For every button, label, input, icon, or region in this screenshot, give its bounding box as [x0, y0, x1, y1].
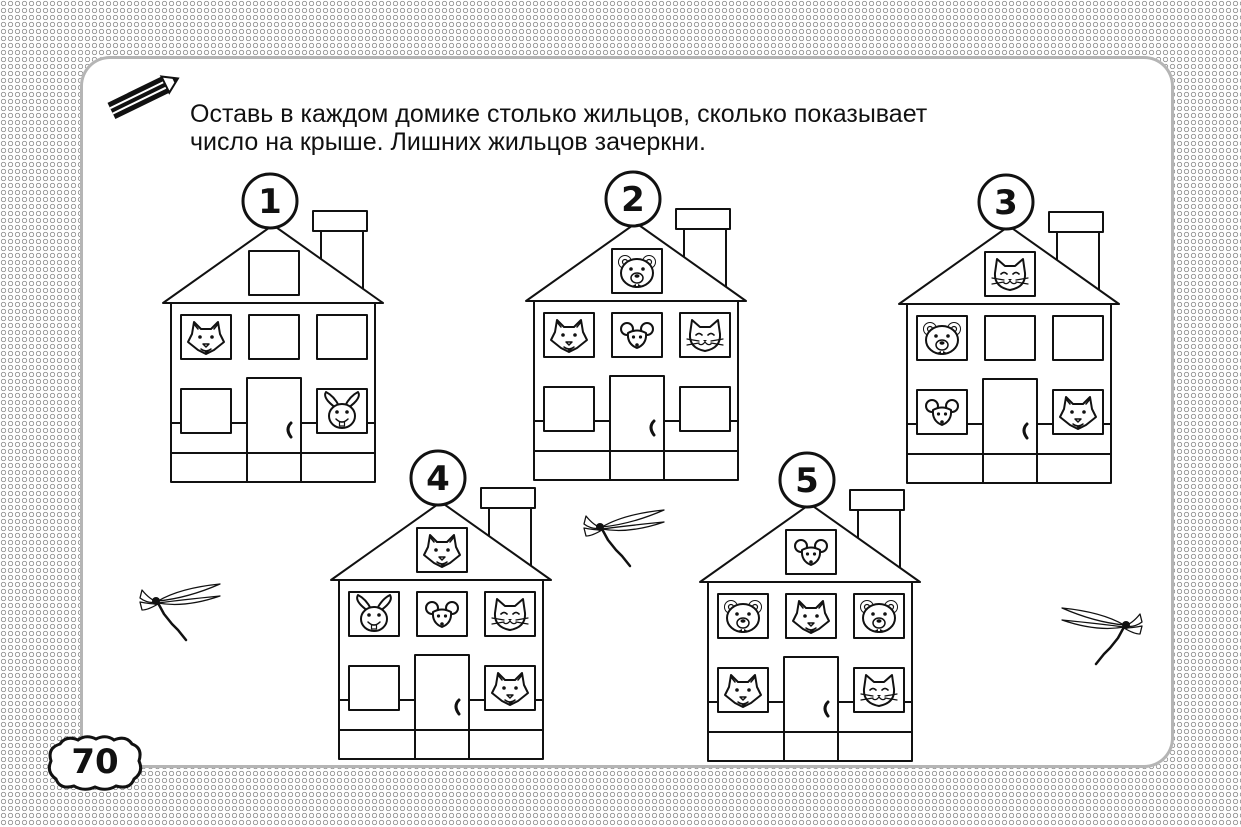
bear-icon [724, 600, 762, 633]
cat-icon [860, 674, 898, 707]
window-bear[interactable] [717, 593, 769, 639]
roof-number-label: 1 [258, 182, 282, 222]
instruction-line-1: Оставь в каждом домике столько жильцов, … [190, 100, 928, 128]
window-wolf[interactable] [484, 665, 536, 711]
bear-icon [923, 322, 961, 355]
wolf-icon [187, 321, 225, 355]
dragonfly-icon [1061, 607, 1143, 666]
roof-number-4: 4 [409, 449, 467, 507]
window-mouse[interactable] [416, 591, 468, 637]
window-empty[interactable] [248, 250, 300, 296]
pencil-icon [107, 75, 180, 119]
wolf-icon [491, 672, 529, 706]
window-bear[interactable] [916, 315, 968, 361]
page-number-badge: 70 [46, 734, 144, 792]
mouse-icon [925, 399, 959, 426]
roof-number-2: 2 [604, 170, 662, 228]
window-wolf[interactable] [180, 314, 232, 360]
window-mouse[interactable] [916, 389, 968, 435]
roof-number-label: 3 [994, 183, 1018, 223]
window-empty[interactable] [180, 388, 232, 434]
window-cat[interactable] [679, 312, 731, 358]
house-3: 3 [898, 173, 1120, 484]
house-1: 1 [162, 172, 384, 483]
window-bear[interactable] [853, 593, 905, 639]
cat-icon [991, 258, 1029, 291]
house-4: 4 [330, 449, 552, 760]
dragonfly-icon [583, 509, 665, 568]
house-5: 5 [699, 451, 921, 762]
window-empty[interactable] [679, 386, 731, 432]
window-rabbit[interactable] [316, 388, 368, 434]
instruction-line-2: число на крыше. Лишних жильцов зачеркни. [190, 128, 706, 156]
mouse-icon [794, 539, 828, 566]
cat-icon [686, 319, 724, 352]
dragonfly-icon [139, 583, 221, 642]
wolf-icon [423, 534, 461, 568]
roof-number-label: 2 [621, 180, 645, 220]
window-empty[interactable] [543, 386, 595, 432]
window-rabbit[interactable] [348, 591, 400, 637]
wolf-icon [1059, 396, 1097, 430]
house-2: 2 [525, 170, 747, 481]
window-empty[interactable] [316, 314, 368, 360]
bear-icon [618, 255, 656, 288]
window-empty[interactable] [248, 314, 300, 360]
window-wolf[interactable] [543, 312, 595, 358]
window-wolf[interactable] [785, 593, 837, 639]
wolf-icon [550, 319, 588, 353]
mouse-icon [425, 601, 459, 628]
task-instruction: Оставь в каждом домике столько жильцов, … [190, 100, 1130, 156]
roof-number-5: 5 [778, 451, 836, 509]
page-number: 70 [71, 742, 119, 782]
window-cat[interactable] [853, 667, 905, 713]
bear-icon [860, 600, 898, 633]
rabbit-icon [324, 391, 360, 429]
window-wolf[interactable] [416, 527, 468, 573]
roof-number-label: 4 [426, 459, 450, 499]
window-wolf[interactable] [717, 667, 769, 713]
window-bear[interactable] [611, 248, 663, 294]
window-empty[interactable] [1052, 315, 1104, 361]
window-cat[interactable] [484, 591, 536, 637]
roof-number-1: 1 [241, 172, 299, 230]
wolf-icon [724, 674, 762, 708]
roof-number-3: 3 [977, 173, 1035, 231]
window-mouse[interactable] [785, 529, 837, 575]
window-mouse[interactable] [611, 312, 663, 358]
wolf-icon [792, 600, 830, 634]
roof-number-label: 5 [795, 461, 819, 501]
window-empty[interactable] [348, 665, 400, 711]
window-cat[interactable] [984, 251, 1036, 297]
rabbit-icon [356, 594, 392, 632]
mouse-icon [620, 322, 654, 349]
cat-icon [491, 598, 529, 631]
window-wolf[interactable] [1052, 389, 1104, 435]
window-empty[interactable] [984, 315, 1036, 361]
